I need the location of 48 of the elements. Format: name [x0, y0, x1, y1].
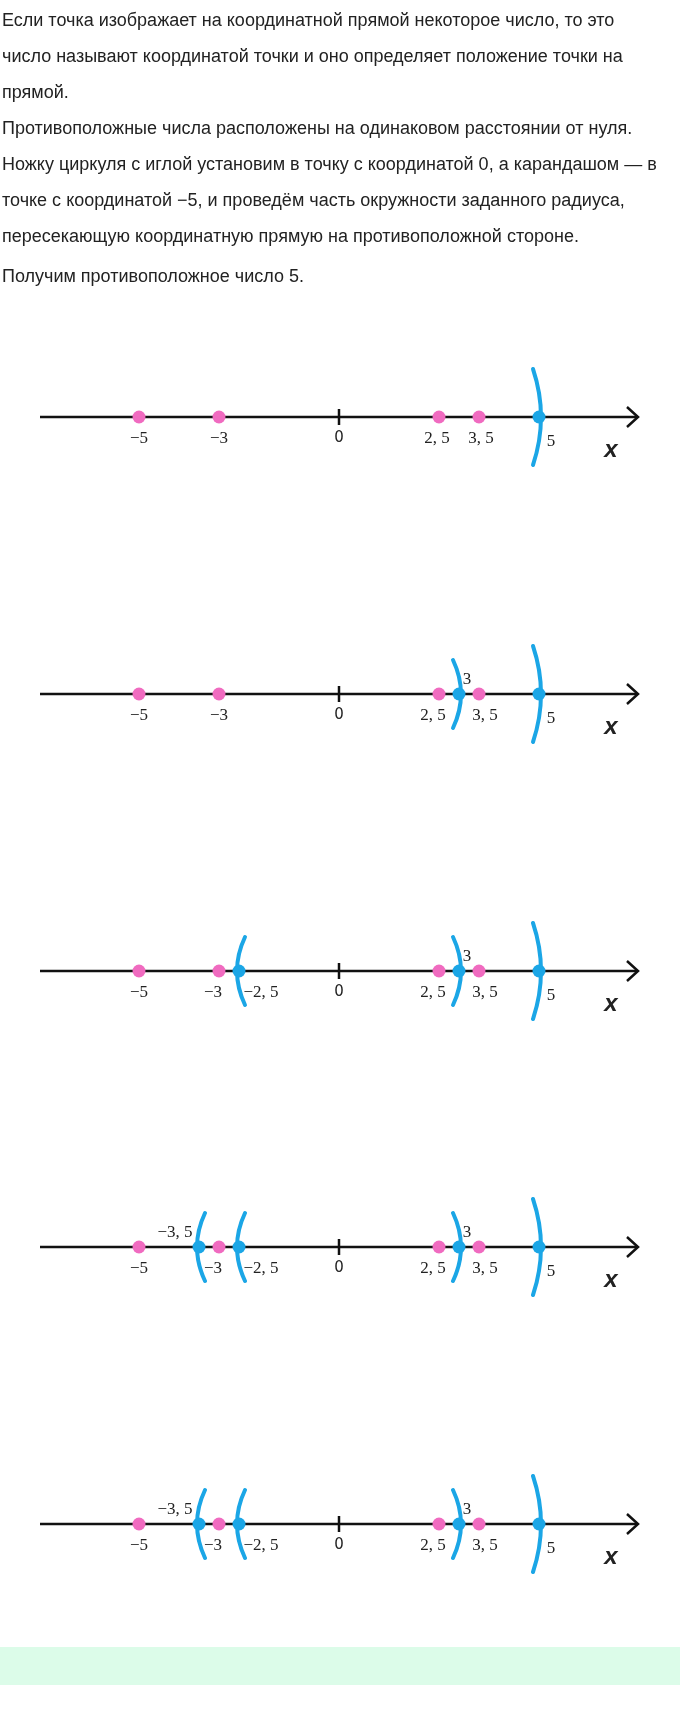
tick-label: −3, 5 — [157, 1499, 193, 1517]
paragraph-text: Ножку циркуля с иглой установим в точку с координатой 0, а карандашом — в точке с координатой −5, и проведём часть окружности заданного радиуса, пересекающую координатную прямую на противоположной стороне. — [2, 153, 658, 248]
tick-label: 0 — [334, 429, 344, 445]
tick-label: 5 — [546, 985, 556, 1003]
tick-label: −3 — [203, 982, 223, 1000]
tick-label: −5 — [129, 1258, 149, 1276]
tick-label: 2, 5 — [420, 982, 446, 1000]
paragraph-text: Если точка изображает на координатной прямой некоторое число, то это число называют координатой точки и оно определяет положение точки на прямой. — [2, 9, 624, 104]
tick-label: −2, 5 — [243, 1258, 279, 1276]
tick-label: 3 — [462, 669, 472, 687]
tick-label: 5 — [546, 1538, 556, 1556]
tick-label: −3, 5 — [157, 1222, 193, 1240]
axis-label: x — [604, 1267, 618, 1291]
tick-label: 2, 5 — [420, 1535, 446, 1553]
paragraph-text: Получим противоположное число 5. — [2, 265, 305, 288]
tick-label: 3 — [462, 946, 472, 964]
tick-label: 3 — [462, 1499, 472, 1517]
paragraph-text: Противоположные числа расположены на одинаковом расстоянии от нуля. — [2, 117, 634, 140]
tick-label: 0 — [334, 983, 344, 999]
tick-label: 3 — [462, 1222, 472, 1240]
axis-label: x — [604, 1544, 618, 1568]
tick-label: −3 — [209, 705, 229, 723]
tick-label: 0 — [334, 1536, 344, 1552]
tick-label: −5 — [129, 705, 149, 723]
tick-label: 2, 5 — [420, 705, 446, 723]
axis-label: x — [604, 991, 618, 1015]
tick-label: 3, 5 — [472, 1258, 498, 1276]
tick-label: −3 — [209, 428, 229, 446]
tick-label: 3, 5 — [472, 705, 498, 723]
tick-label: −2, 5 — [243, 982, 279, 1000]
tick-label: −5 — [129, 1535, 149, 1553]
tick-label: −2, 5 — [243, 1535, 279, 1553]
tick-label: 2, 5 — [420, 1258, 446, 1276]
tick-label: 3, 5 — [472, 1535, 498, 1553]
axis-label: x — [604, 437, 618, 461]
tick-label: 2, 5 — [424, 428, 450, 446]
tick-label: 5 — [546, 708, 556, 726]
tick-label: 0 — [334, 1259, 344, 1275]
tick-label: 5 — [546, 1261, 556, 1279]
tick-label: −3 — [203, 1258, 223, 1276]
tick-label: −5 — [129, 982, 149, 1000]
tick-label: −5 — [129, 428, 149, 446]
axis-label: x — [604, 714, 618, 738]
tick-label: −3 — [203, 1535, 223, 1553]
tick-label: 3, 5 — [472, 982, 498, 1000]
tick-label: 5 — [546, 431, 556, 449]
tick-label: 0 — [334, 706, 344, 722]
tick-label: 3, 5 — [468, 428, 494, 446]
